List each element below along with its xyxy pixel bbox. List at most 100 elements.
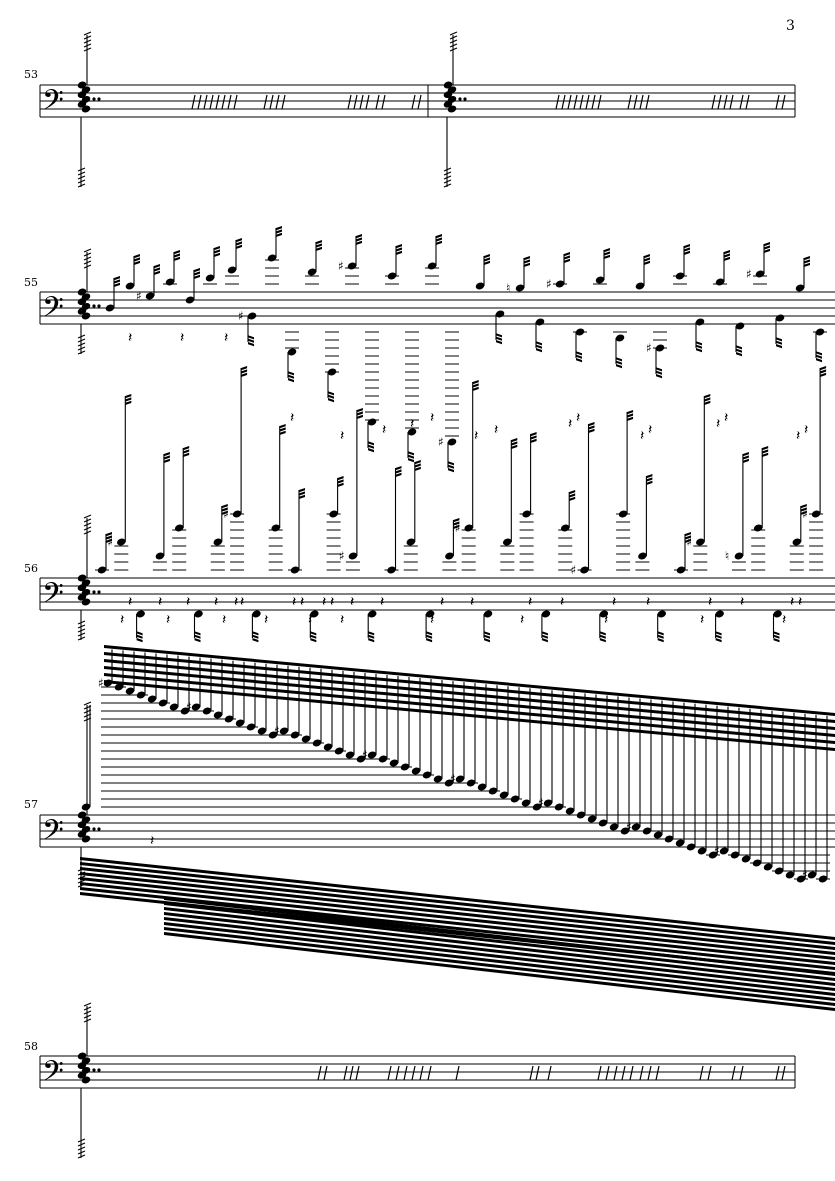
note-flag <box>368 638 375 643</box>
notehead <box>125 687 135 695</box>
note-flag <box>724 256 730 261</box>
note-flag <box>715 638 722 643</box>
repeat-slash <box>579 94 584 110</box>
note-flag <box>816 358 822 363</box>
rest: 𝄽 <box>440 594 444 610</box>
note-flag <box>704 400 711 405</box>
notehead <box>499 791 509 799</box>
note-flag <box>776 337 782 342</box>
note-flag <box>299 488 305 493</box>
augmentation-dot <box>97 590 101 594</box>
note-flag <box>221 507 228 512</box>
rest: 𝄽 <box>150 833 154 849</box>
rest: 𝄽 <box>470 594 474 610</box>
note-flag <box>252 638 259 643</box>
notehead <box>455 775 465 783</box>
note-flag <box>576 358 582 363</box>
rest: 𝄽 <box>724 410 728 426</box>
note-flag <box>448 464 454 469</box>
note-flag <box>576 354 582 359</box>
tremolo-slash <box>77 1150 86 1155</box>
tremolo-slash <box>77 346 86 351</box>
note-flag <box>511 444 518 449</box>
repeat-slash <box>613 1065 618 1081</box>
beam <box>164 912 835 991</box>
augmentation-dot <box>463 97 467 101</box>
rest: 𝄽 <box>576 410 580 426</box>
note-flag <box>125 397 132 402</box>
tremolo-slash <box>83 526 92 531</box>
rest: 𝄽 <box>716 416 720 432</box>
note-flag <box>356 240 362 245</box>
note-flag <box>136 634 143 639</box>
note-flag <box>214 249 220 254</box>
note-flag <box>356 408 363 413</box>
note-flag <box>288 371 294 376</box>
measure-number: 57 <box>24 798 38 811</box>
note-flag <box>657 634 664 639</box>
note-flag <box>627 410 634 415</box>
rest: 𝄽 <box>180 330 184 346</box>
note-flag <box>368 444 374 449</box>
notehead <box>609 823 619 831</box>
note-flag <box>800 510 807 515</box>
repeat-slash <box>197 94 202 110</box>
page-number: 3 <box>786 18 795 34</box>
notehead <box>635 282 645 290</box>
note-flag <box>472 383 479 388</box>
repeat-slash <box>633 94 638 110</box>
beam <box>80 892 835 975</box>
note-flag <box>279 424 286 429</box>
notehead <box>447 438 457 446</box>
notehead <box>227 266 237 274</box>
rest: 𝄽 <box>474 428 478 444</box>
sharp-accidental: ♯ <box>802 507 808 521</box>
notehead <box>565 807 575 815</box>
note-flag <box>453 524 460 529</box>
note-flag <box>564 252 570 257</box>
note-flag <box>154 270 160 275</box>
rest: 𝄽 <box>292 594 296 610</box>
sharp-accidental: ♯ <box>746 267 752 281</box>
note-flag <box>194 638 201 643</box>
beam <box>164 927 835 1006</box>
note-flag <box>174 250 180 255</box>
note-flag <box>396 247 402 252</box>
notehead <box>411 767 421 775</box>
note-flag <box>657 631 664 636</box>
tremolo-slash <box>83 530 92 535</box>
note-flag <box>684 247 690 252</box>
tremolo-slash <box>77 1146 86 1151</box>
tremolo-slash <box>83 1002 92 1007</box>
notehead <box>696 538 705 546</box>
note-flag <box>316 240 322 245</box>
chord-notehead <box>77 830 87 838</box>
notehead <box>433 775 443 783</box>
repeat-slash <box>729 94 734 110</box>
note-flag <box>241 372 248 377</box>
note-flag <box>276 229 282 234</box>
notehead <box>194 610 203 618</box>
note-flag <box>436 237 442 242</box>
note-flag <box>395 472 402 477</box>
tremolo-slash <box>83 35 92 40</box>
rest: 𝄽 <box>330 594 334 610</box>
augmentation-dot <box>92 590 96 594</box>
note-flag <box>656 370 662 375</box>
repeat-slash <box>227 94 232 110</box>
repeat-slash <box>233 94 238 110</box>
sharp-accidental: ♯ <box>571 563 577 577</box>
note-flag <box>536 341 542 346</box>
chord-notehead <box>77 574 87 582</box>
notehead <box>543 799 553 807</box>
note-flag <box>288 378 294 383</box>
beam <box>104 652 835 723</box>
rest: 𝄽 <box>604 612 608 628</box>
note-flag <box>236 244 242 249</box>
bass-clef: 𝄢 <box>42 814 64 854</box>
note-flag <box>511 438 518 443</box>
notehead <box>125 282 135 290</box>
note-flag <box>627 416 634 421</box>
repeat-slash <box>411 94 416 110</box>
note-flag <box>472 380 479 385</box>
